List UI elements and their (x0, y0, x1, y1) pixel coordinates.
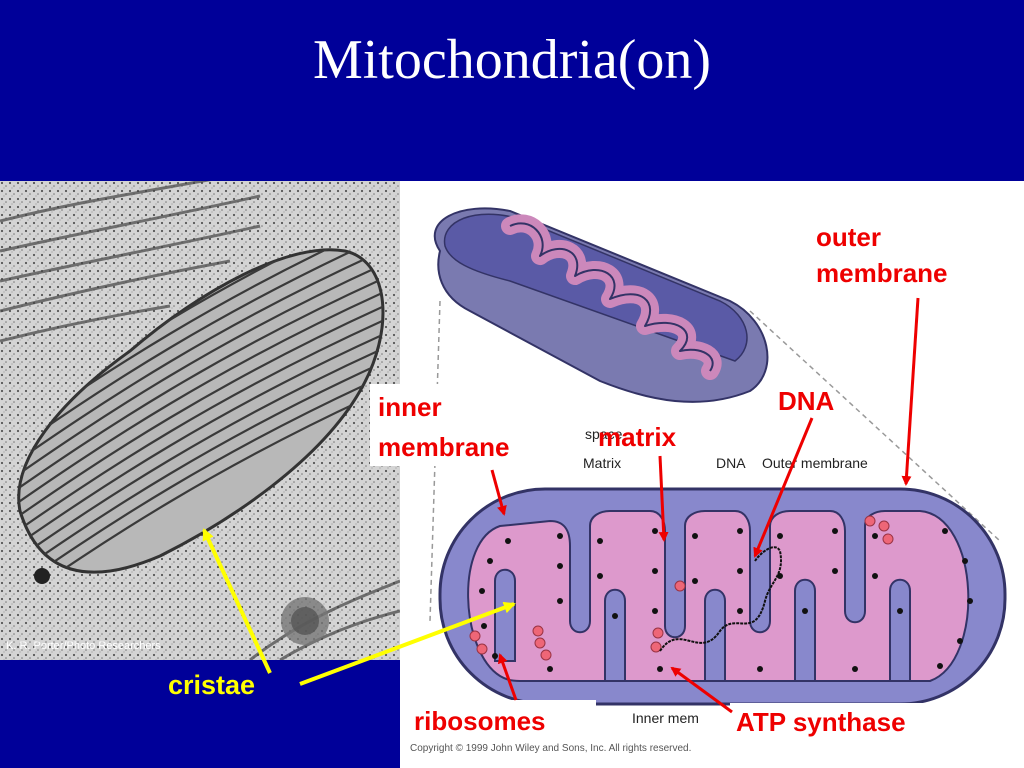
slide-title: Mitochondria(on) (312, 29, 712, 91)
copyright-note: Copyright © 1999 John Wiley and Sons, In… (410, 743, 691, 754)
label-outer-membrane-small: Outer membrane (762, 455, 868, 471)
electron-micrograph: K. R. Porter/Photo Researchers (0, 181, 400, 660)
label-cristae: cristae (168, 670, 255, 700)
label-matrix-small: Matrix (583, 455, 621, 471)
cross-section-mitochondrion (438, 487, 1007, 706)
label-dna-small: DNA (716, 455, 746, 471)
cutaway-mitochondrion-3d (433, 207, 769, 403)
mitochondrion-illustration: space Matrix DNA Outer membrane Inner me… (400, 181, 1024, 768)
label-inner-membrane-small: Inner mem (632, 710, 699, 726)
photo-credit: K. R. Porter/Photo Researchers (6, 640, 161, 652)
label-space-small: space (585, 426, 623, 442)
